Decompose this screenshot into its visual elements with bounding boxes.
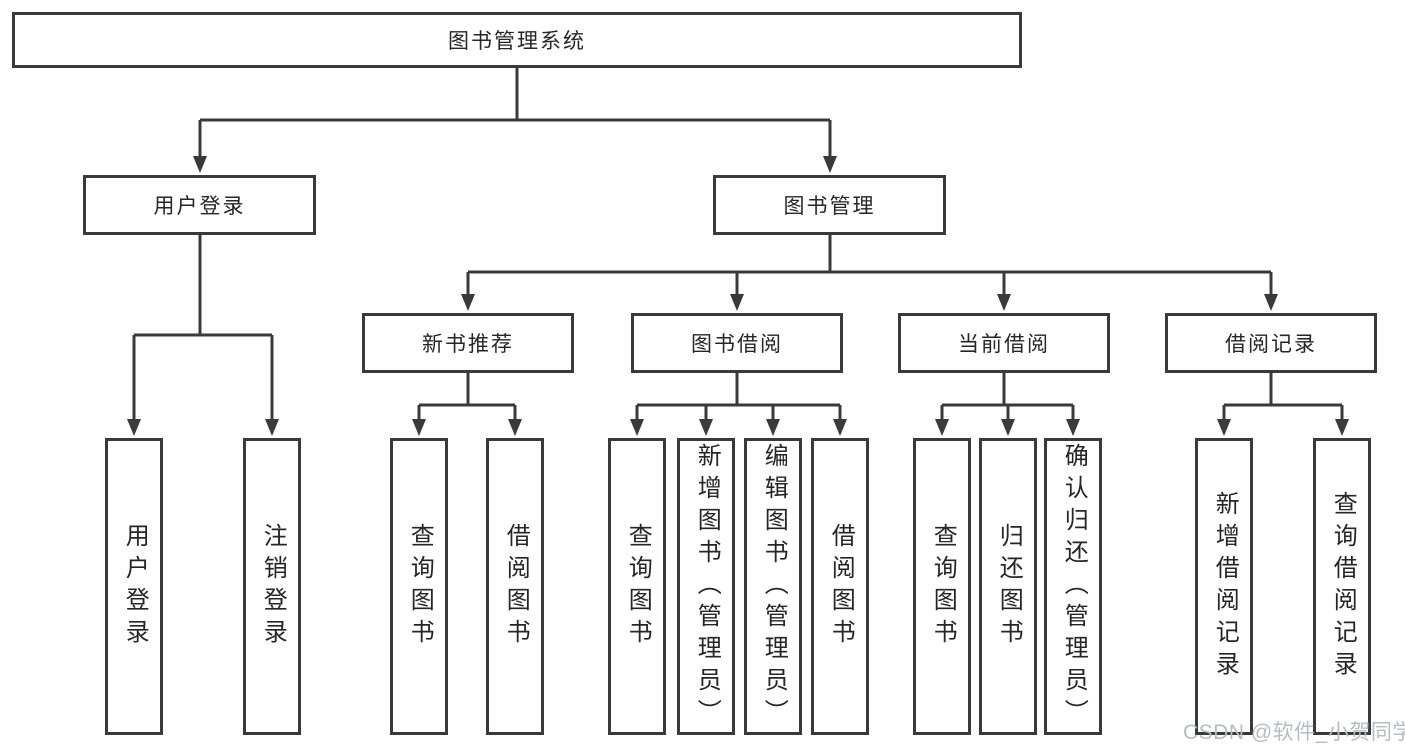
node-book-borrow: 图书借阅 (631, 313, 843, 373)
leaf-label: 注销登录 (259, 522, 287, 651)
leaf-bb-query-books: 查询图书 (608, 438, 666, 735)
leaf-label: 借阅图书 (502, 522, 530, 651)
node-book-management-branch: 图书管理 (713, 175, 946, 235)
leaf-bb-edit-books-admin: 编辑图书（管理员） (744, 438, 802, 735)
node-label: 图书管理系统 (448, 30, 586, 53)
leaf-label: 新增借阅记录 (1211, 490, 1239, 683)
node-label: 图书管理 (783, 195, 876, 218)
leaf-label: 查询图书 (406, 522, 434, 651)
csdn-watermark: CSDN @软件_小贺同学 (1183, 721, 1405, 744)
leaf-bb-borrow-books: 借阅图书 (811, 438, 869, 735)
node-current-borrow: 当前借阅 (898, 313, 1110, 373)
leaf-logout: 注销登录 (243, 438, 301, 735)
leaf-label: 查询图书 (929, 522, 957, 651)
leaf-cb-query-books: 查询图书 (913, 438, 971, 735)
leaf-label: 确认归还（管理员） (1060, 442, 1088, 731)
node-label: 借阅记录 (1225, 333, 1317, 356)
leaf-label: 归还图书 (995, 522, 1023, 651)
leaf-nb-borrow-books: 借阅图书 (486, 438, 544, 735)
leaf-label: 用户登录 (121, 522, 149, 651)
leaf-cb-return-books: 归还图书 (979, 438, 1037, 735)
leaf-label: 查询借阅记录 (1329, 490, 1357, 683)
arrowheads (127, 156, 1349, 436)
leaf-bb-add-books-admin: 新增图书（管理员） (677, 438, 735, 735)
leaf-label: 编辑图书（管理员） (760, 442, 788, 731)
node-label: 新书推荐 (422, 333, 514, 356)
connector-paths (132, 68, 1344, 421)
leaf-label: 新增图书（管理员） (693, 442, 721, 731)
node-library-management-system: 图书管理系统 (12, 12, 1022, 68)
leaf-br-add-borrow-record: 新增借阅记录 (1195, 438, 1253, 735)
leaf-cb-confirm-return-admin: 确认归还（管理员） (1044, 438, 1102, 735)
node-new-book-recommend: 新书推荐 (362, 313, 574, 373)
node-borrow-records: 借阅记录 (1165, 313, 1377, 373)
node-label: 图书借阅 (691, 333, 783, 356)
leaf-label: 查询图书 (624, 522, 652, 651)
node-label: 当前借阅 (958, 333, 1050, 356)
leaf-label: 借阅图书 (827, 522, 855, 651)
leaf-user-login: 用户登录 (105, 438, 163, 735)
leaf-br-query-borrow-record: 查询借阅记录 (1313, 438, 1371, 735)
node-label: 用户登录 (153, 195, 246, 218)
leaf-nb-query-books: 查询图书 (390, 438, 448, 735)
node-user-login-branch: 用户登录 (83, 175, 316, 235)
